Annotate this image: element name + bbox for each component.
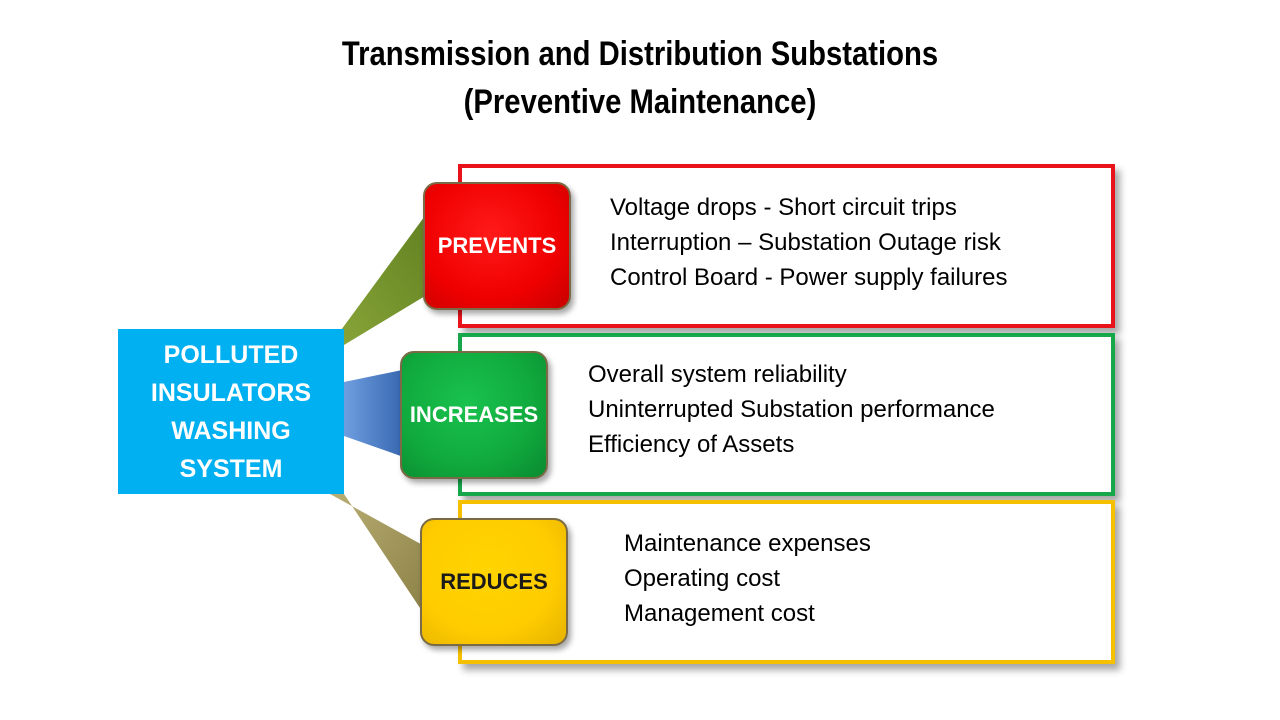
connector-reduces xyxy=(330,494,428,620)
prevents-items: Voltage drops - Short circuit trips Inte… xyxy=(610,190,1008,295)
title-line-1: Transmission and Distribution Substation… xyxy=(341,35,939,73)
list-item: Voltage drops - Short circuit trips xyxy=(610,194,957,221)
connector-increases xyxy=(344,368,412,460)
title-line-2: (Preventive Maintenance) xyxy=(463,83,817,121)
slide-title: Transmission and Distribution Substation… xyxy=(90,30,1191,126)
source-line: INSULATORS xyxy=(150,378,312,407)
list-item: Interruption – Substation Outage risk xyxy=(610,229,1001,256)
source-line: SYSTEM xyxy=(179,454,283,483)
connector-prevents xyxy=(330,205,435,345)
list-item: Uninterrupted Substation performance xyxy=(588,396,995,423)
polluted-insulators-washing-system-box: POLLUTED INSULATORS WASHING SYSTEM xyxy=(118,329,344,494)
list-item: Maintenance expenses xyxy=(624,530,871,557)
increases-items: Overall system reliability Uninterrupted… xyxy=(588,357,995,462)
list-item: Control Board - Power supply failures xyxy=(610,264,1008,291)
list-item: Operating cost xyxy=(624,565,781,592)
source-line: POLLUTED xyxy=(163,340,299,369)
list-item: Overall system reliability xyxy=(588,361,847,388)
source-line: WASHING xyxy=(171,416,291,445)
list-item: Management cost xyxy=(624,600,815,627)
increases-badge: INCREASES xyxy=(400,351,548,479)
list-item: Efficiency of Assets xyxy=(588,431,795,458)
prevents-badge: PREVENTS xyxy=(423,182,571,310)
reduces-items: Maintenance expenses Operating cost Mana… xyxy=(624,526,871,631)
reduces-badge: REDUCES xyxy=(420,518,568,646)
